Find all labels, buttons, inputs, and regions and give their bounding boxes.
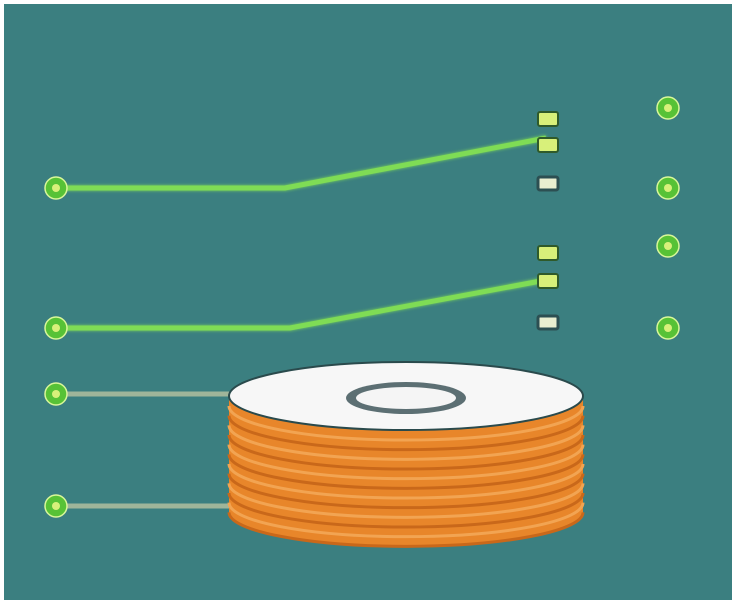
coil-top-terminal [44,382,68,406]
relay-1-input-terminal [44,176,68,200]
coil-winding-turn [227,444,585,481]
relay-2-input-wire [56,277,547,331]
relay-2-output-bottom-terminal [656,316,680,340]
coil-bottom-terminal [44,494,68,518]
coil-winding-base [229,396,583,546]
relay-2-contact-middle [537,273,559,289]
relay-1 [44,96,680,200]
relay-1-contact-top [537,111,559,127]
coil-winding-turn [227,454,585,490]
coil-winding-turn [227,512,585,548]
coil-winding-turn [227,405,585,442]
relay-1-input-wire [56,135,547,191]
coil-winding-turn [227,502,585,539]
relay-1-contact-middle [537,137,559,153]
relay-2-input-terminal [44,316,68,340]
relay-1-output-top-terminal [656,96,680,120]
relay-2-contact-bottom [536,314,560,331]
coil-winding-turn [227,415,585,452]
coil-winding-turn [227,492,585,529]
coil-winding-turn [227,434,585,471]
coil-winding-turn [227,425,585,461]
coil-center-hole-inner [356,387,456,409]
relay-2-contact-top [537,245,559,261]
coil-winding-turn [227,473,585,510]
coil [44,361,585,548]
relay-2 [44,234,680,340]
coil-winding-turn [227,483,585,519]
coil-winding-turn [227,463,585,500]
coil-winding-body [227,396,585,548]
relay-1-contact-bottom [536,175,560,192]
relay-1-output-bottom-terminal [656,176,680,200]
relay-2-output-top-terminal [656,234,680,258]
